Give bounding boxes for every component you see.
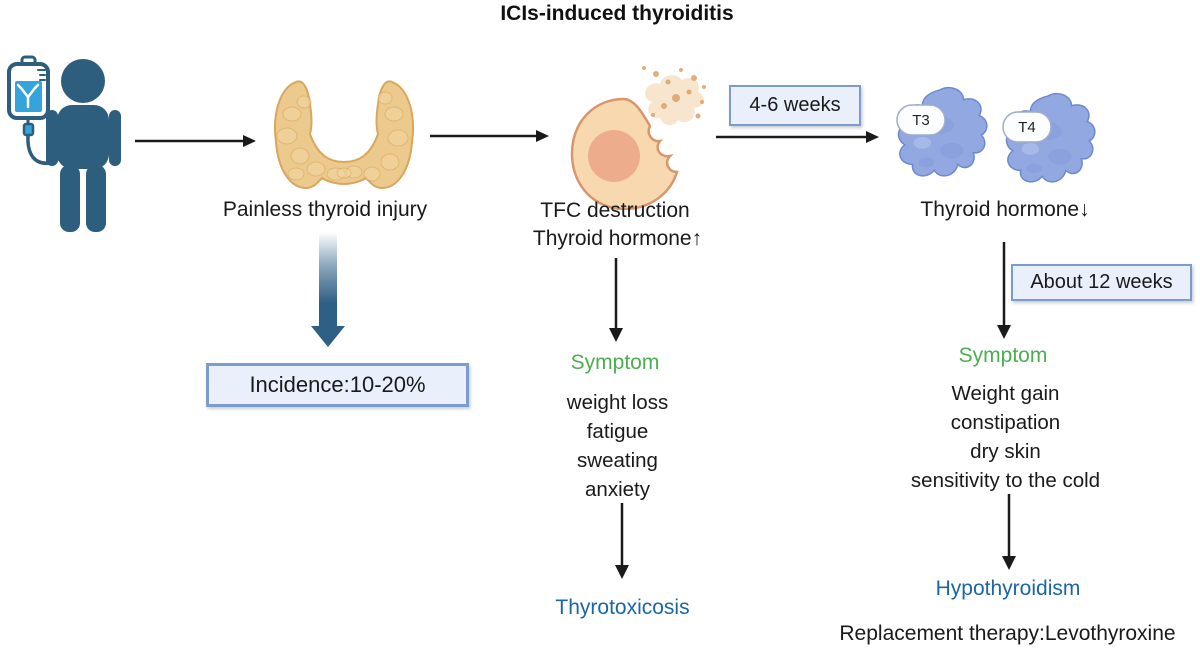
arrow-to-symptom-mid [609, 258, 623, 342]
symptom-list-right: Weight gain constipation dry skin sensit… [878, 379, 1133, 495]
patient-iv-illustration [7, 55, 121, 232]
arrow-patient-to-thyroid [135, 135, 256, 147]
arrow-to-hypothyroidism [1002, 494, 1016, 570]
thyroid-illustration [274, 80, 414, 190]
t4-pill-label: T4 [1018, 119, 1036, 136]
tfc-cell-illustration [570, 66, 706, 210]
t3-pill-label: T3 [912, 112, 930, 129]
symptom-item: constipation [950, 411, 1061, 434]
arrow-to-thyrotoxicosis [615, 503, 629, 579]
thyroid-hormone-down-label: Thyroid hormone↓ [920, 198, 1090, 221]
diagram-title: ICIs-induced thyroiditis [500, 2, 734, 25]
symptom-heading-right: Symptom [958, 344, 1048, 367]
thyrotoxicosis-label: Thyrotoxicosis [555, 596, 690, 619]
painless-thyroid-injury-label: Painless thyroid injury [222, 198, 428, 221]
t4-pill [1002, 111, 1052, 143]
incidence-gradient-arrow-shaft [319, 232, 337, 327]
symptom-item: Weight gain [951, 382, 1060, 405]
symptom-heading-mid: Symptom [570, 351, 660, 374]
incidence-box: Incidence:10-20% [206, 363, 469, 407]
person-icon [46, 59, 121, 232]
cell-nucleus [588, 130, 640, 182]
symptom-item: dry skin [970, 440, 1041, 463]
symptom-item: sensitivity to the cold [910, 469, 1101, 492]
iv-tube [26, 134, 60, 165]
iv-connector [22, 122, 35, 137]
cell-debris [642, 66, 706, 126]
symptom-list-mid: weight loss fatigue sweating anxiety [515, 388, 720, 504]
arrow-hormone-to-symptom [997, 242, 1011, 339]
duration-12-weeks-box: About 12 weeks [1011, 264, 1192, 301]
arrow-cell-to-hormones [716, 131, 879, 143]
symptom-item: anxiety [585, 478, 650, 501]
replacement-therapy-label: Replacement therapy:Levothyroxine [839, 622, 1176, 645]
arrow-thyroid-to-cell [430, 130, 549, 142]
tfc-destruction-label: TFC destruction [540, 199, 690, 222]
incidence-gradient-arrow-head [311, 326, 345, 347]
thyroid-hormones-illustration: T3 T4 [896, 86, 1096, 183]
thyroid-hormone-up-label: Thyroid hormone↑ [532, 227, 703, 250]
duration-4-6-weeks-box: 4-6 weeks [729, 85, 861, 126]
antibody-icon [16, 83, 40, 109]
thyroid-texture [276, 91, 409, 182]
symptom-item: sweating [577, 449, 658, 472]
iv-bag-icon [7, 55, 60, 165]
symptom-item: fatigue [586, 420, 649, 443]
hypothyroidism-label: Hypothyroidism [935, 577, 1081, 600]
t3-pill [896, 104, 946, 136]
symptom-item: weight loss [566, 391, 669, 414]
